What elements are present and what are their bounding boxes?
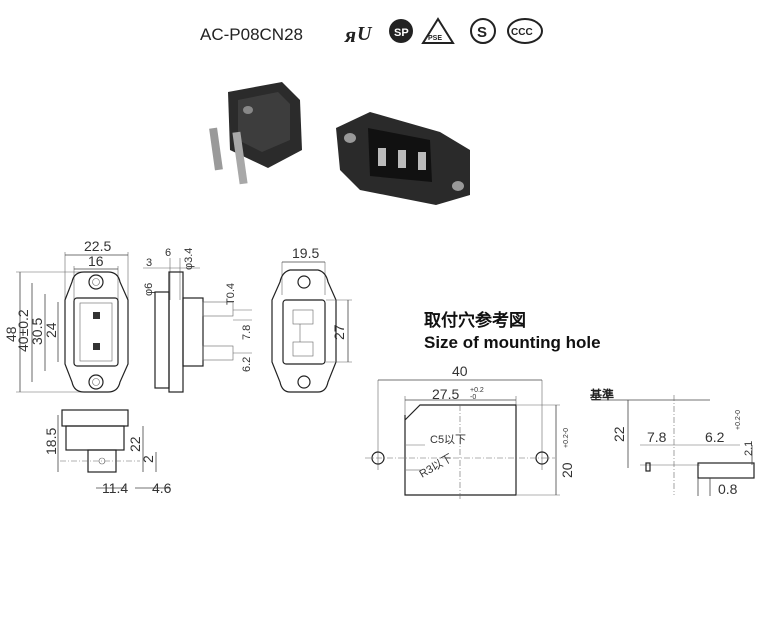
svg-text:CCC: CCC [511, 27, 533, 38]
front-view: 22.5 16 48 40±0.2 30.5 24 [3, 238, 129, 393]
mh-chamfer: C5以下 [430, 434, 466, 446]
svg-text:SP: SP [394, 27, 409, 39]
dim-24: 24 [43, 322, 59, 338]
dim-18-5: 18.5 [43, 428, 59, 455]
mh-dim-20: 20 [559, 462, 575, 478]
svg-text:ᴙ: ᴙ [344, 22, 356, 47]
svg-text:U: U [357, 23, 373, 45]
dim-27: 27 [331, 324, 347, 340]
dim-2: 2 [140, 455, 156, 463]
mh-dim-20-tol: +0.2-0 [563, 428, 570, 448]
dim-6: 6 [165, 247, 171, 259]
dim-30-5: 30.5 [29, 318, 45, 345]
dim-11-4: 11.4 [102, 480, 128, 496]
dim-22-5: 22.5 [84, 238, 111, 254]
mh-dim-27-5-tol: +0.2 [470, 387, 484, 394]
datum-dim-7-8: 7.8 [647, 429, 667, 445]
ccc-mark-icon: CCC [507, 18, 543, 44]
dim-19-5: 19.5 [292, 245, 319, 261]
datum-dim-0-8: 0.8 [718, 481, 738, 497]
dim-4-6: 4.6 [152, 480, 172, 496]
dim-40: 40±0.2 [15, 309, 31, 352]
cert-marks: ᴙ U SP PSE S CCC [344, 17, 543, 47]
product-photo-front [336, 112, 470, 205]
datum-dim-2-1-tol: +0.2-0 [735, 410, 742, 430]
mh-radius: R3以下 [418, 452, 455, 480]
ul-mark-icon: ᴙ U [344, 22, 373, 47]
svg-text:-0: -0 [470, 394, 476, 401]
datum-dim-6-2: 6.2 [705, 429, 725, 445]
dim-dia-6: φ6 [143, 283, 155, 296]
dim-dia-3-4: φ3.4 [183, 248, 195, 270]
svg-text:PSE: PSE [428, 35, 442, 42]
mh-dim-27-5: 27.5 [432, 386, 459, 402]
datum-detail: 基準 22 7.8 6.2 0.8 2.1 +0.2-0 [589, 387, 755, 497]
side-view: 3 6 φ3.4 φ6 T0.4 7.8 6.2 [143, 247, 253, 393]
dim-6-2: 6.2 [241, 357, 253, 372]
product-photo-rear [209, 82, 302, 185]
dim-t0-4: T0.4 [225, 283, 237, 305]
dim-16: 16 [88, 253, 104, 269]
dim-7-8: 7.8 [241, 325, 253, 340]
csa-mark-icon: SP [389, 19, 413, 43]
s-mark-icon: S [470, 18, 496, 44]
mh-dim-40: 40 [452, 363, 468, 379]
bottom-view: 18.5 22 2 11.4 4.6 [43, 409, 172, 496]
datum-dim-2-1: 2.1 [743, 441, 755, 456]
mounting-hole-drawing: 40 27.5 +0.2 -0 C5以下 R3以下 20 +0.2-0 [365, 363, 575, 500]
rear-view: 19.5 27 [271, 245, 352, 393]
datum-label: 基準 [589, 387, 614, 402]
mounting-title-en: Size of mounting hole [424, 333, 601, 352]
mounting-title-cn: 取付穴参考図 [424, 310, 526, 331]
datum-dim-22: 22 [611, 426, 627, 442]
dim-48: 48 [3, 326, 19, 342]
svg-text:S: S [477, 24, 487, 41]
pse-mark-icon: PSE [421, 17, 455, 44]
dim-3: 3 [146, 257, 152, 269]
model-title: AC-P08CN28 [200, 25, 303, 44]
dim-22: 22 [127, 436, 143, 452]
